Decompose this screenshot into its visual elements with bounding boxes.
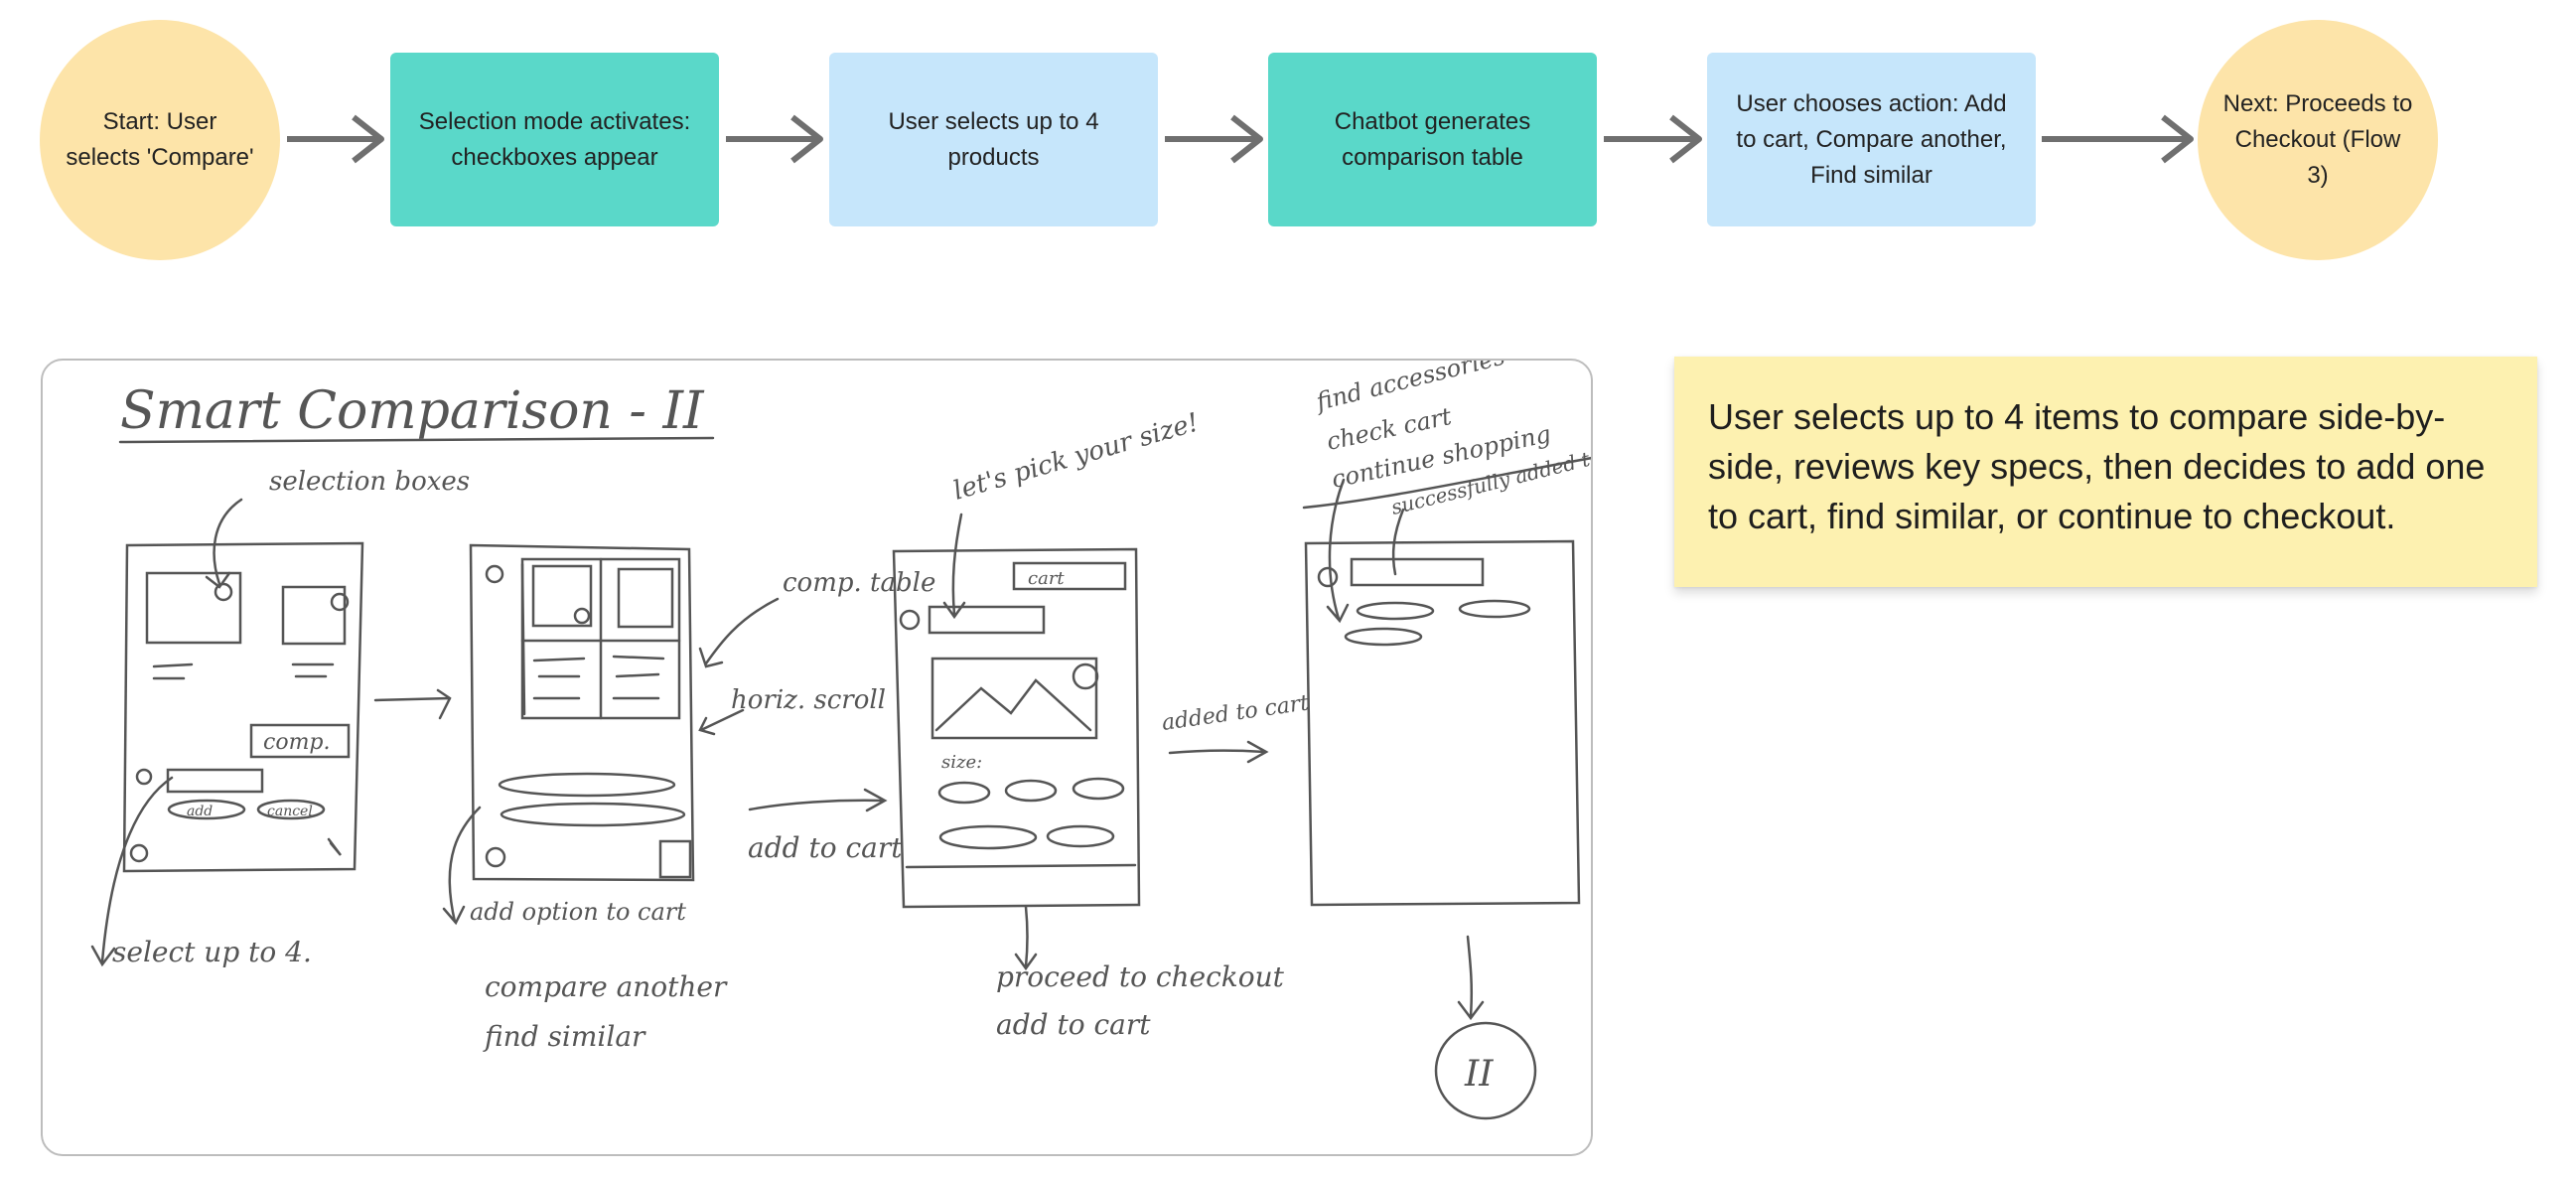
proceed-checkout-note: proceed to checkout bbox=[996, 960, 1285, 993]
flow-node-choose-action: User chooses action: Add to cart, Compar… bbox=[1707, 53, 2036, 226]
sticky-note: User selects up to 4 items to compare si… bbox=[1674, 357, 2537, 587]
flow-node-comparison-table: Chatbot generates comparison table bbox=[1268, 53, 1597, 226]
sketch-phone-1: comp. add cancel bbox=[122, 541, 364, 873]
option-add-cart-note: add option to cart bbox=[470, 898, 686, 926]
next-flow-note: II bbox=[1464, 1054, 1494, 1095]
sketch-phone-2 bbox=[469, 543, 695, 882]
checkbox-icon bbox=[214, 582, 233, 602]
next-flow-circle bbox=[1434, 1021, 1537, 1120]
comp-button-note: comp. bbox=[263, 730, 331, 755]
comp-table-note: comp. table bbox=[783, 568, 935, 598]
flow-node-next: Next: Proceeds to Checkout (Flow 3) bbox=[2198, 20, 2438, 260]
sketch-image: Smart Comparison - II comp. add cancel s… bbox=[41, 359, 1593, 1156]
option-compare-note: compare another bbox=[485, 970, 728, 1003]
find-accessories-note: find accessories bbox=[1312, 361, 1508, 416]
flow-diagram: Start: User selects 'Compare' Selection … bbox=[0, 0, 2576, 298]
checkbox-icon bbox=[135, 768, 153, 786]
sketch-phone-4 bbox=[1304, 539, 1581, 907]
add-to-cart-left-note: add to cart bbox=[748, 831, 903, 864]
arrow-selection-to-select bbox=[726, 114, 823, 164]
checkbox-icon bbox=[330, 592, 350, 612]
flow-node-select-products: User selects up to 4 products bbox=[829, 53, 1158, 226]
cart-note: cart bbox=[1028, 568, 1065, 589]
title-underline bbox=[118, 436, 715, 444]
lets-pick-note: let's pick your size! bbox=[950, 407, 1203, 506]
arrow-start-to-selection bbox=[287, 114, 384, 164]
option-find-similar-note: find similar bbox=[483, 1020, 646, 1053]
arrow-select-to-table bbox=[1165, 114, 1263, 164]
horiz-scroll-note: horiz. scroll bbox=[731, 685, 886, 715]
select-up-to-note: select up to 4. bbox=[112, 936, 312, 968]
size-note: size: bbox=[941, 752, 982, 773]
arrow-table-to-action bbox=[1604, 114, 1702, 164]
arrow-action-to-next bbox=[2042, 114, 2194, 164]
sketch-title: Smart Comparison - II bbox=[120, 381, 705, 441]
flow-node-selection-mode: Selection mode activates: checkboxes app… bbox=[390, 53, 719, 226]
flow-node-start: Start: User selects 'Compare' bbox=[40, 20, 280, 260]
selection-boxes-note: selection boxes bbox=[269, 467, 470, 497]
flow-arrows bbox=[287, 114, 2194, 164]
cancel-note: cancel bbox=[267, 804, 313, 819]
add-to-cart-note: add to cart bbox=[996, 1008, 1151, 1041]
sketch-phone-3: cart size: bbox=[892, 547, 1141, 909]
add-note: add bbox=[187, 804, 213, 819]
added-to-cart-note: added to cart bbox=[1160, 690, 1310, 736]
